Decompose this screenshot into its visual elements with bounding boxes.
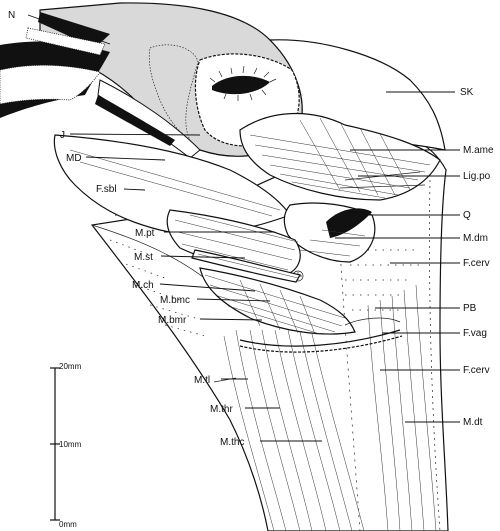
label-m-ch: M.ch	[132, 280, 154, 291]
label-m-tl: M.tl	[194, 375, 210, 386]
label-q: Q	[463, 210, 471, 221]
label-m-ame: M.ame	[463, 145, 494, 156]
label-f-cerv-lower: F.cerv	[463, 365, 490, 376]
scale-bar: 20mm 10mm 0mm	[50, 362, 82, 529]
scale-tick-20mm: 20mm	[59, 362, 82, 371]
leader-lines	[27, 14, 460, 442]
label-m-dt: M.dt	[463, 417, 483, 428]
scale-tick-0mm: 0mm	[59, 520, 77, 529]
label-m-bmr: M.bmr	[158, 315, 187, 326]
floor-muscles	[166, 209, 403, 353]
label-m-thr: M.thr	[210, 404, 233, 415]
label-pb: PB	[463, 303, 477, 314]
scale-tick-10mm: 10mm	[59, 440, 82, 449]
label-m-bmc: M.bmc	[160, 295, 190, 306]
labels: N J MD F.sbl M.pt M.st M.ch M.bmc M.bmr …	[8, 10, 494, 448]
label-f-vag: F.vag	[463, 328, 487, 339]
label-f-sbl: F.sbl	[96, 184, 117, 195]
label-j: J	[60, 130, 65, 141]
quadrate-black	[326, 208, 372, 238]
adductor-muscles	[239, 112, 441, 201]
beak	[0, 12, 201, 159]
label-m-st: M.st	[134, 252, 153, 263]
label-m-pt: M.pt	[135, 228, 155, 239]
label-m-thc: M.thc	[220, 437, 244, 448]
quadrate	[283, 202, 376, 282]
label-n: N	[8, 10, 15, 21]
label-sk: SK	[460, 87, 474, 98]
label-f-cerv-upper: F.cerv	[463, 258, 490, 269]
label-lig-po: Lig.po	[463, 171, 491, 182]
eye-shape	[212, 75, 270, 95]
label-md: MD	[66, 153, 82, 164]
label-m-dm: M.dm	[463, 233, 488, 244]
